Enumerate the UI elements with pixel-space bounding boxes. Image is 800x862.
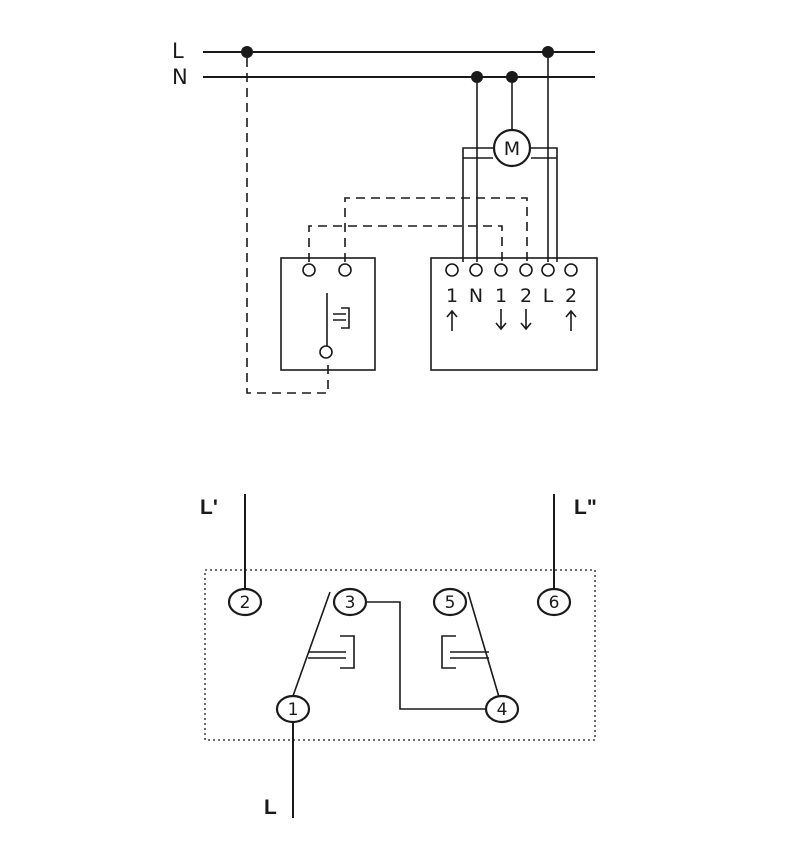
controller-terminal xyxy=(519,263,533,277)
terminal-circle xyxy=(484,694,520,724)
contact-right xyxy=(467,591,500,698)
top-wiring-diagram: L N M xyxy=(172,39,598,394)
terminal-label: N xyxy=(469,285,483,307)
controller-terminal xyxy=(541,263,555,277)
label-l-prime: L' xyxy=(200,496,218,519)
terminal-label: 1 xyxy=(446,285,458,307)
terminal-number: 4 xyxy=(497,700,508,720)
switch-enclosure xyxy=(204,569,596,741)
terminal-number: 1 xyxy=(288,700,299,720)
dashed-control-wire-1 xyxy=(308,225,503,262)
junction-l-right xyxy=(542,46,554,58)
arrow-down-icon xyxy=(495,309,507,331)
switch-actuator-icon xyxy=(333,307,350,329)
bottom-switch-diagram: L' L" L 2 3 5 6 1 xyxy=(200,494,597,819)
terminal-5: 5 xyxy=(432,587,468,617)
terminal-circle xyxy=(275,694,311,724)
terminal-number: 3 xyxy=(345,593,356,613)
terminal-circle xyxy=(536,587,572,617)
controller-terminal xyxy=(564,263,578,277)
label-l: L xyxy=(264,796,277,819)
terminal-label: L xyxy=(543,285,554,307)
switch-terminal-bottom xyxy=(319,345,333,359)
controller-terminal xyxy=(445,263,459,277)
arrow-down-icon xyxy=(520,309,532,331)
dashed-feed-line xyxy=(246,58,329,394)
switch-terminal-right xyxy=(338,263,352,277)
rocker-left-icon xyxy=(308,635,355,669)
terminal-label: 2 xyxy=(520,285,532,307)
motor-icon xyxy=(492,128,532,168)
controller-terminal-labels: 1 N 1 2 L 2 xyxy=(446,285,577,307)
motor-wire-right xyxy=(531,147,558,262)
rocker-right-icon xyxy=(441,635,489,669)
terminal-6: 6 xyxy=(536,587,572,617)
motor-label: M xyxy=(504,138,520,160)
terminal-circle xyxy=(432,587,468,617)
arrow-up-icon xyxy=(565,309,577,331)
terminal-circle xyxy=(332,587,368,617)
dashed-control-wire-2 xyxy=(344,197,528,262)
label-l-double-prime: L" xyxy=(574,496,597,519)
controller-terminal xyxy=(494,263,508,277)
rail-n-label: N xyxy=(172,65,188,89)
arrow-up-icon xyxy=(446,309,458,331)
terminal-3: 3 xyxy=(332,587,368,617)
terminal-arrows xyxy=(446,309,577,331)
terminal-label: 1 xyxy=(495,285,507,307)
terminal-4: 4 xyxy=(484,694,520,724)
terminal-circle xyxy=(227,587,263,617)
switch-box xyxy=(280,257,376,371)
junction-l-left xyxy=(241,46,253,58)
contact-left xyxy=(292,591,331,697)
terminal-2: 2 xyxy=(227,587,263,617)
bridge-3-to-4 xyxy=(366,601,486,710)
rail-l-label: L xyxy=(172,39,184,63)
motor-wire-left xyxy=(462,147,493,262)
junction-n-2 xyxy=(506,71,518,83)
terminal-number: 6 xyxy=(549,593,560,613)
terminal-label: 2 xyxy=(565,285,577,307)
junction-n-1 xyxy=(471,71,483,83)
controller-box xyxy=(430,257,598,371)
terminal-number: 2 xyxy=(240,593,251,613)
terminal-number: 5 xyxy=(445,593,456,613)
switch-terminal-left xyxy=(302,263,316,277)
controller-terminal xyxy=(469,263,483,277)
controller-terminals xyxy=(445,263,578,277)
terminal-1: 1 xyxy=(275,694,311,724)
